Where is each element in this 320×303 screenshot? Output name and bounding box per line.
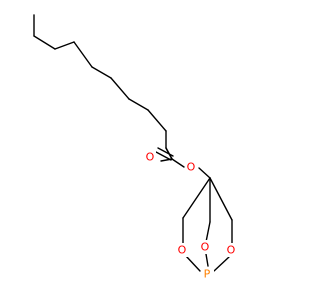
ring-oxygen-left-label: O xyxy=(178,244,187,257)
phosphorus-label: P xyxy=(204,268,211,281)
bond-co-double-1 xyxy=(155,151,172,161)
ester-oxygen-label: O xyxy=(187,161,196,174)
bond-o-right-p xyxy=(213,256,230,272)
bond-c6-c7 xyxy=(110,77,130,100)
bond-cage-right-arm xyxy=(209,177,233,221)
phosphite-cage xyxy=(182,177,233,272)
alkyl-chain xyxy=(33,14,173,160)
bond-c2-c3 xyxy=(33,35,56,50)
bond-c8-c9 xyxy=(147,109,167,132)
ester-group xyxy=(155,147,211,179)
bond-c4-c5 xyxy=(73,41,93,68)
bond-o-cage xyxy=(198,167,211,179)
ring-oxygen-center-label: O xyxy=(201,241,210,254)
carbonyl-oxygen-label: O xyxy=(146,151,155,164)
bond-c7-c8 xyxy=(128,98,149,111)
bond-c-o-ester xyxy=(171,158,185,168)
bond-o-left-p xyxy=(185,255,201,272)
bond-co-double-2 xyxy=(157,147,174,157)
bond-c3-c4 xyxy=(54,41,75,50)
ring-oxygen-right-label: O xyxy=(227,244,236,257)
bond-o-center-p xyxy=(205,253,209,267)
molecule-structure: O O O O O P xyxy=(33,14,238,281)
bond-cage-left-arm xyxy=(182,177,211,219)
bond-cage-center-down xyxy=(205,221,211,243)
bond-c5-c6 xyxy=(91,66,112,79)
atom-labels: O O O O O P xyxy=(144,150,238,281)
